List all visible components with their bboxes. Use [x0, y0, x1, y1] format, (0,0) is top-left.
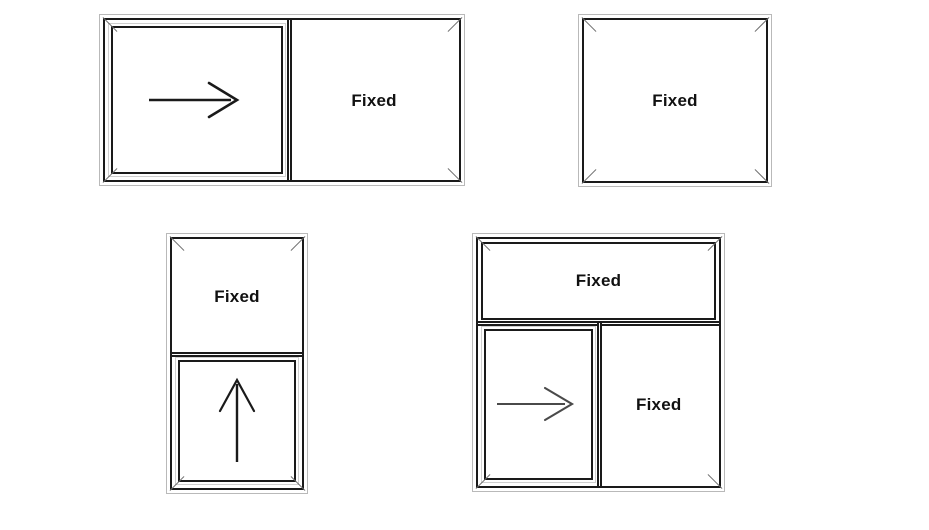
panel-slider-left-lower[interactable] [478, 322, 599, 486]
panel-label: Fixed [652, 91, 698, 110]
fixed-lite [481, 242, 716, 320]
mullion-vertical [596, 322, 602, 486]
panel-fixed-top[interactable]: Fixed [172, 239, 302, 354]
window-slider-with-transom[interactable]: Fixed [472, 233, 725, 492]
panel-transom-fixed[interactable]: Fixed [478, 239, 719, 323]
panel-fixed-right-lower[interactable]: Fixed [598, 322, 719, 486]
panel-fixed-right[interactable]: Fixed [289, 20, 459, 180]
panel-label: Fixed [351, 90, 397, 110]
panel-group: Fixed [478, 239, 719, 486]
mullion-vertical [287, 20, 293, 180]
panel-group: Fixed [584, 20, 766, 181]
window-horizontal-slider-2panel[interactable]: Fixed [99, 14, 465, 186]
panel-group: Fixed [172, 239, 302, 488]
window-single-hung[interactable]: Fixed [166, 233, 308, 494]
panel-lower-row: Fixed [478, 322, 719, 486]
sash-rail [481, 325, 596, 483]
panel-slider-left[interactable] [105, 20, 290, 180]
panel-label: Fixed [214, 286, 260, 306]
panel-sash-bottom[interactable] [172, 353, 302, 488]
panel-label: Fixed [575, 271, 622, 291]
panel-group: Fixed [105, 20, 459, 180]
panel-subgroup: Fixed [478, 322, 719, 486]
sash-rail [175, 356, 299, 485]
panel-fixed-only[interactable]: Fixed [584, 20, 766, 181]
panel-label: Fixed [636, 394, 682, 414]
mullion-horizontal [172, 351, 302, 357]
window-fixed-single[interactable]: Fixed [578, 14, 772, 187]
sash-rail [108, 23, 287, 177]
